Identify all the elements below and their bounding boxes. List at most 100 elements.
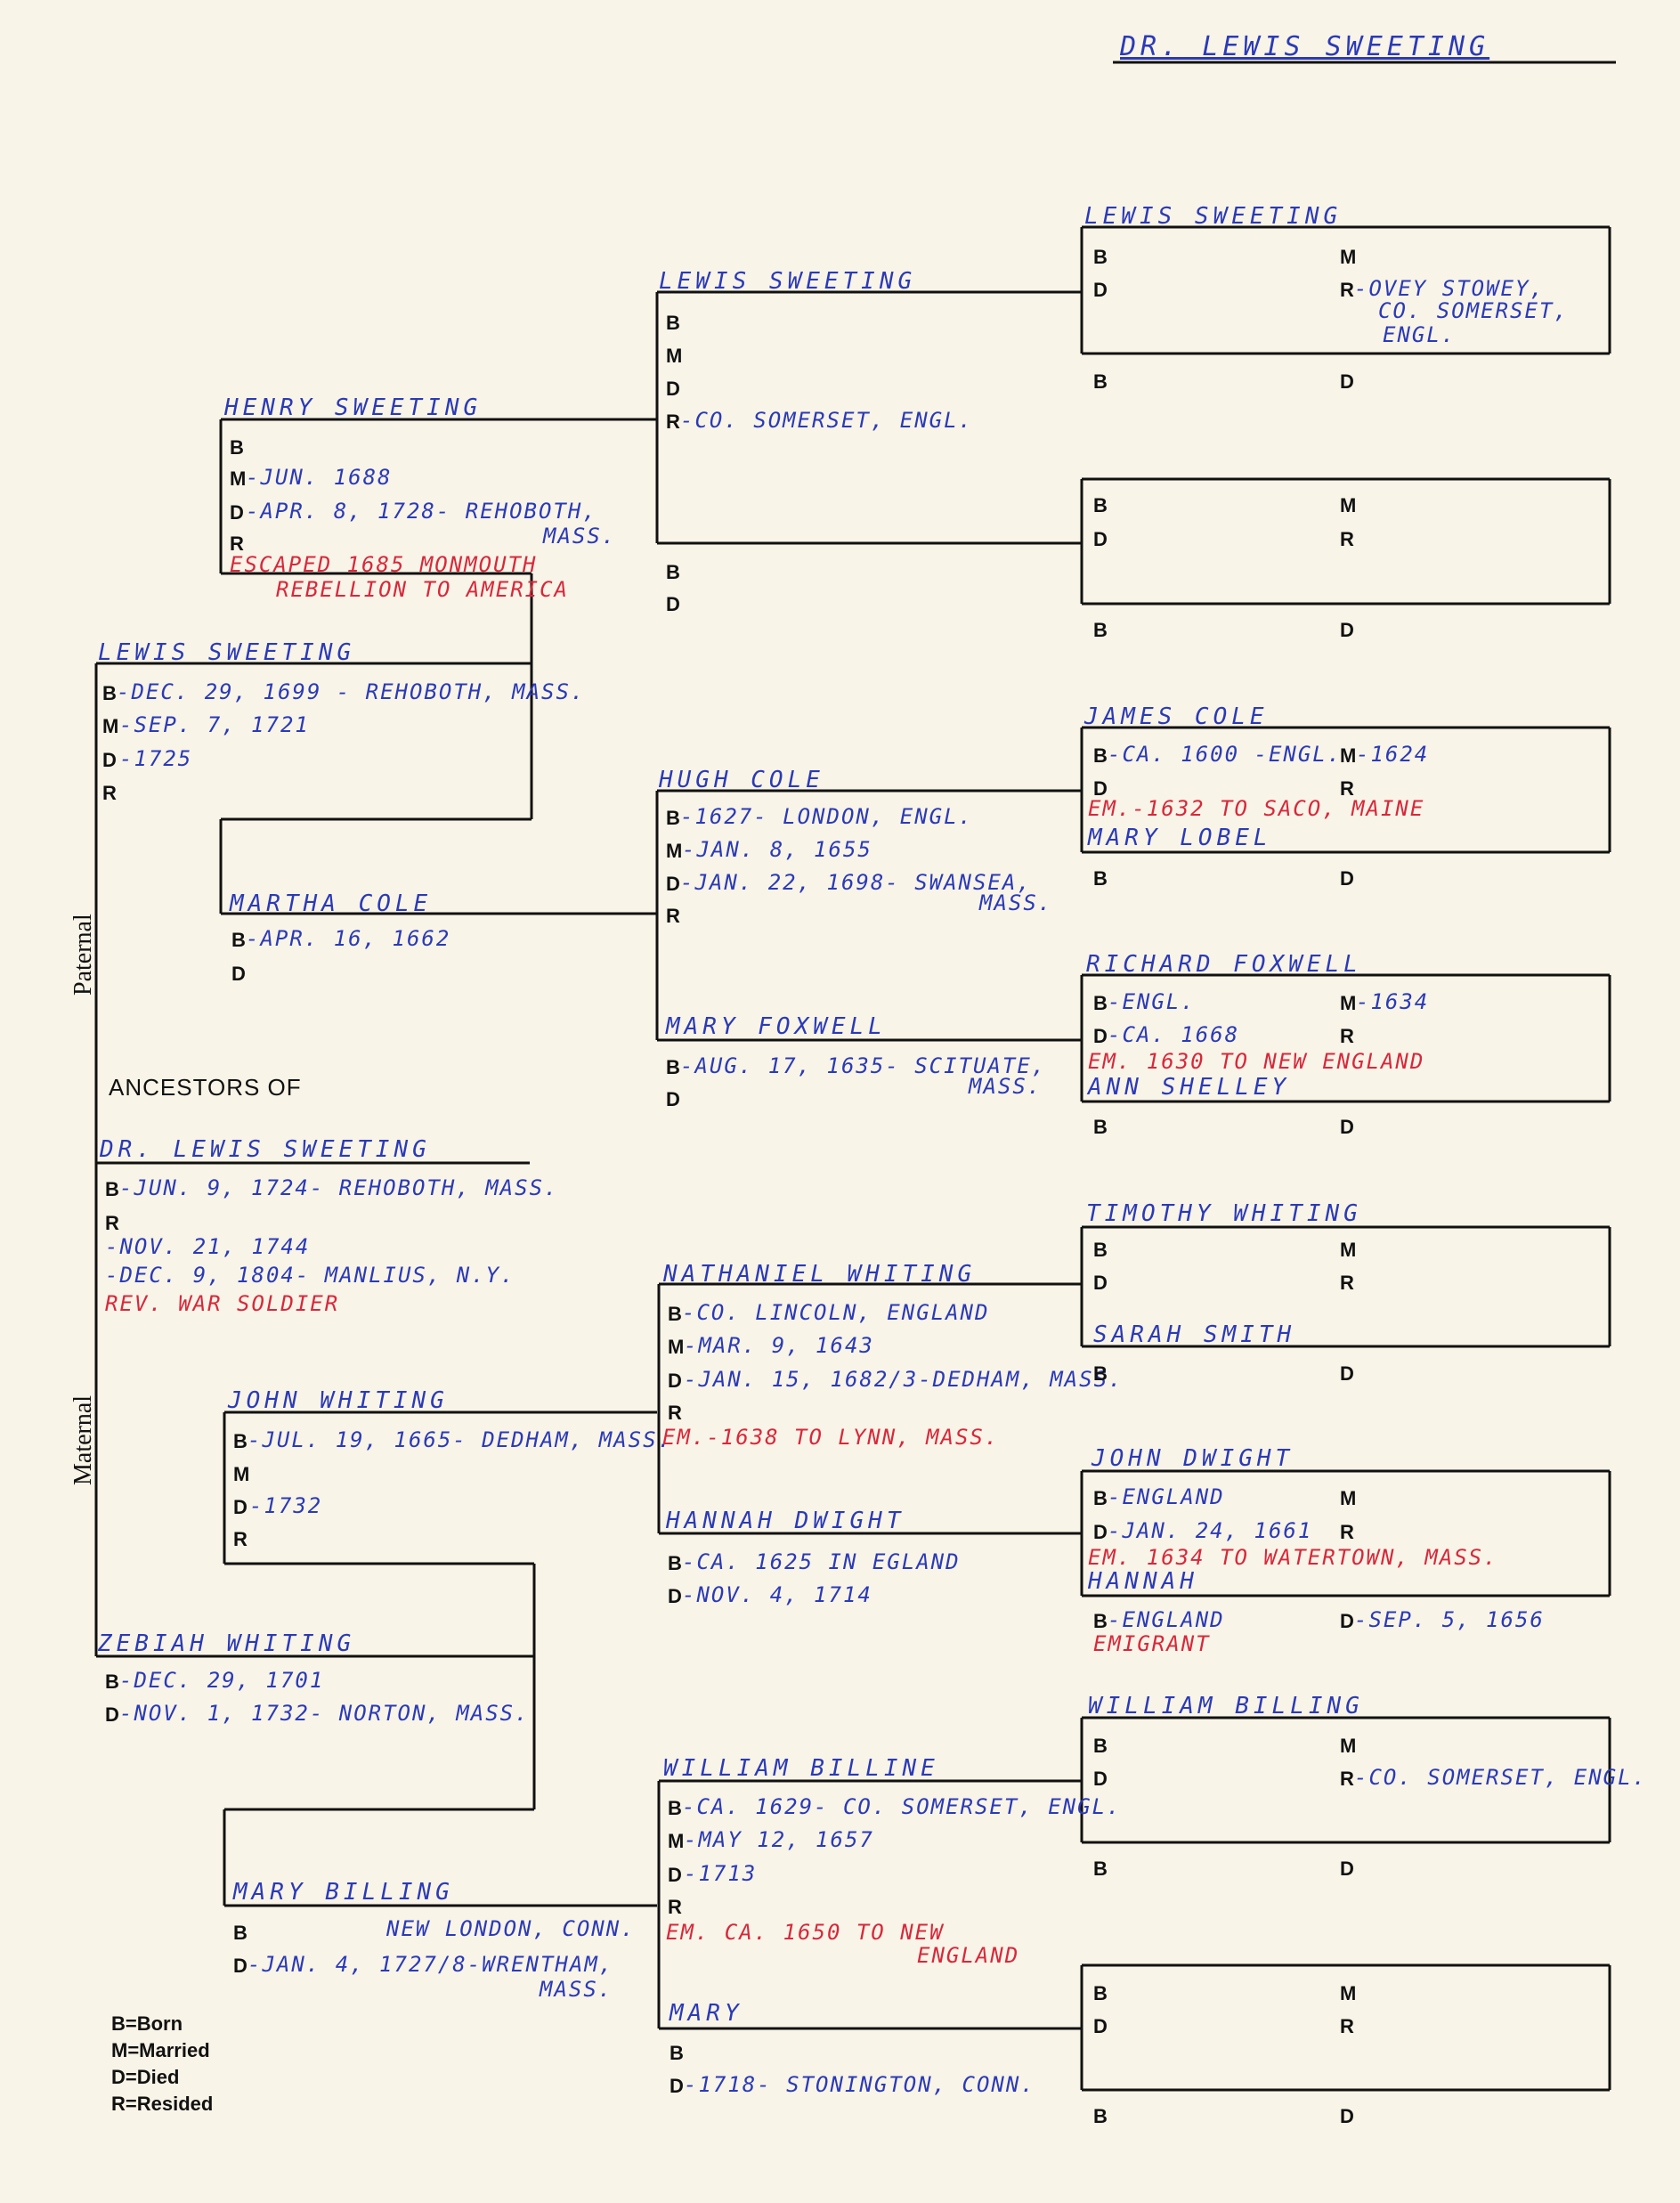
mary-foxwell-b-label: B: [666, 1056, 680, 1078]
mother-born: -DEC. 29, 1701: [119, 1668, 325, 1693]
nathaniel-born: -CO. LINCOLN, ENGLAND: [682, 1300, 990, 1325]
lewis-g-m-label: M: [666, 345, 683, 367]
subject-born: -JUN. 9, 1724- REHOBOTH, MASS.: [119, 1175, 559, 1200]
martha-d-label: D: [231, 963, 246, 985]
john-dwight-d-label: D: [1093, 1521, 1108, 1543]
richard-wife: ANN SHELLEY: [1088, 1074, 1291, 1101]
mary-g-name: MARY: [670, 2000, 743, 2027]
william-g-note-2: ENGLAND: [917, 1943, 1020, 1968]
james-cole-born: -CA. 1600 -ENGL.: [1108, 742, 1343, 767]
nathaniel-r-label: R: [668, 1402, 682, 1424]
nathaniel-m-label: M: [668, 1336, 685, 1358]
john-dwight-wife-note: EMIGRANT: [1093, 1631, 1211, 1656]
mary-billing-died: -JAN. 4, 1727/8-WRENTHAM,: [248, 1952, 614, 1977]
father-died: -1725: [119, 746, 193, 771]
william-g-r-label: R: [668, 1896, 682, 1918]
lewis-gg-name: LEWIS SWEETING: [1084, 203, 1343, 230]
mary-billing-d-label: D: [233, 1955, 248, 1977]
john-whiting-d-label: D: [233, 1496, 248, 1518]
richard-wife-d-label: D: [1340, 1116, 1354, 1138]
john-whiting-born: -JUL. 19, 1665- DEDHAM, MASS.: [248, 1427, 673, 1452]
james-cole-m-label: M: [1340, 744, 1357, 767]
legend-resided: R=Resided: [111, 2093, 214, 2115]
subject-r-label: R: [105, 1212, 119, 1234]
last-gg-wife-d-label: D: [1340, 2105, 1354, 2127]
hannah-dwight-died: -NOV. 4, 1714: [682, 1582, 872, 1607]
lewis-gg-wife-d-label: D: [1340, 370, 1354, 393]
william-g-b-label: B: [668, 1797, 682, 1819]
henry-note-2: REBELLION TO AMERICA: [276, 577, 569, 602]
unknown-gg-wife-d-label: D: [1340, 619, 1354, 641]
unknown-g-d-label: D: [666, 593, 680, 615]
john-dwight-m-label: M: [1340, 1487, 1357, 1509]
unknown-gg-m-label: M: [1340, 494, 1357, 516]
hugh-died: -JAN. 22, 1698- SWANSEA,: [680, 870, 1032, 895]
mary-foxwell-born-2: MASS.: [969, 1074, 1043, 1099]
timothy-wife-b-label: B: [1093, 1362, 1108, 1385]
legend: B=Born M=Married D=Died R=Resided: [111, 2011, 213, 2118]
john-dwight-b-label: B: [1093, 1487, 1108, 1509]
john-dwight-wife: HANNAH: [1088, 1568, 1198, 1595]
legend-born: B=Born: [111, 2012, 183, 2035]
richard-note: EM. 1630 TO NEW ENGLAND: [1088, 1049, 1425, 1074]
nathaniel-married: -MAR. 9, 1643: [684, 1333, 874, 1358]
unknown-gg-wife-b-label: B: [1093, 619, 1108, 641]
father-r-label: R: [102, 782, 117, 804]
ancestors-of-label: ANCESTORS OF: [109, 1074, 302, 1101]
henry-m-label: M: [230, 467, 247, 490]
hugh-m-label: M: [666, 840, 683, 862]
nathaniel-name: NATHANIEL WHITING: [663, 1261, 977, 1288]
hannah-dwight-b-label: B: [668, 1552, 682, 1574]
father-married: -SEP. 7, 1721: [119, 712, 310, 737]
richard-died: -CA. 1668: [1108, 1022, 1240, 1047]
william-gg-wife-d-label: D: [1340, 1858, 1354, 1880]
lewis-gg-resided: -OVEY STOWEY,: [1354, 276, 1545, 301]
william-g-died: -1713: [684, 1861, 758, 1886]
timothy-r-label: R: [1340, 1272, 1354, 1294]
hugh-married: -JAN. 8, 1655: [682, 837, 872, 862]
william-gg-name: WILLIAM BILLING: [1088, 1693, 1364, 1719]
nathaniel-died: -JAN. 15, 1682/3-DEDHAM, MASS.: [684, 1367, 1124, 1392]
lewis-g-r-label: R: [666, 411, 680, 433]
henry-name: HENRY SWEETING: [224, 394, 483, 421]
hugh-name: HUGH COLE: [659, 767, 824, 793]
john-dwight-born: -ENGLAND: [1108, 1484, 1225, 1509]
subject-b-label: B: [105, 1178, 119, 1200]
henry-married: -JUN. 1688: [246, 465, 393, 490]
subject-married: -NOV. 21, 1744: [105, 1234, 311, 1259]
mary-foxwell-name: MARY FOXWELL: [666, 1013, 887, 1040]
mary-billing-died-2: MASS.: [540, 1977, 613, 2002]
subject-died: -DEC. 9, 1804- MANLIUS, N.Y.: [105, 1263, 515, 1288]
richard-wife-b-label: B: [1093, 1116, 1108, 1138]
james-cole-wife: MARY LOBEL: [1088, 825, 1272, 851]
hannah-dwight-born: -CA. 1625 IN EGLAND: [682, 1549, 961, 1574]
last-gg-wife-b-label: B: [1093, 2105, 1108, 2127]
john-dwight-r-label: R: [1340, 1521, 1354, 1543]
john-dwight-wife-born: -ENGLAND: [1108, 1607, 1225, 1632]
john-whiting-died: -1732: [249, 1493, 323, 1518]
richard-b-label: B: [1093, 992, 1108, 1014]
mary-g-died: -1718- STONINGTON, CONN.: [684, 2072, 1035, 2097]
timothy-wife-d-label: D: [1340, 1362, 1354, 1385]
james-cole-r-label: R: [1340, 777, 1354, 800]
subject-note: REV. WAR SOLDIER: [105, 1291, 340, 1316]
mother-b-label: B: [105, 1671, 119, 1693]
james-cole-d-label: D: [1093, 777, 1108, 800]
last-gg-m-label: M: [1340, 1982, 1357, 2004]
timothy-name: TIMOTHY WHITING: [1086, 1200, 1362, 1227]
maternal-label: Maternal: [69, 1394, 97, 1485]
james-cole-name: JAMES COLE: [1084, 703, 1269, 730]
nathaniel-b-label: B: [668, 1303, 682, 1325]
hugh-b-label: B: [666, 807, 680, 829]
timothy-d-label: D: [1093, 1272, 1108, 1294]
mary-billing-b-label: B: [233, 1922, 248, 1944]
mary-g-b-label: B: [670, 2042, 684, 2064]
richard-d-label: D: [1093, 1025, 1108, 1047]
hannah-dwight-d-label: D: [668, 1585, 682, 1607]
timothy-m-label: M: [1340, 1239, 1357, 1261]
henry-b-label: B: [230, 436, 244, 459]
richard-married: -1634: [1356, 989, 1430, 1014]
lewis-g-resided: -CO. SOMERSET, ENGL.: [680, 408, 973, 433]
william-g-married: -MAY 12, 1657: [684, 1827, 874, 1852]
